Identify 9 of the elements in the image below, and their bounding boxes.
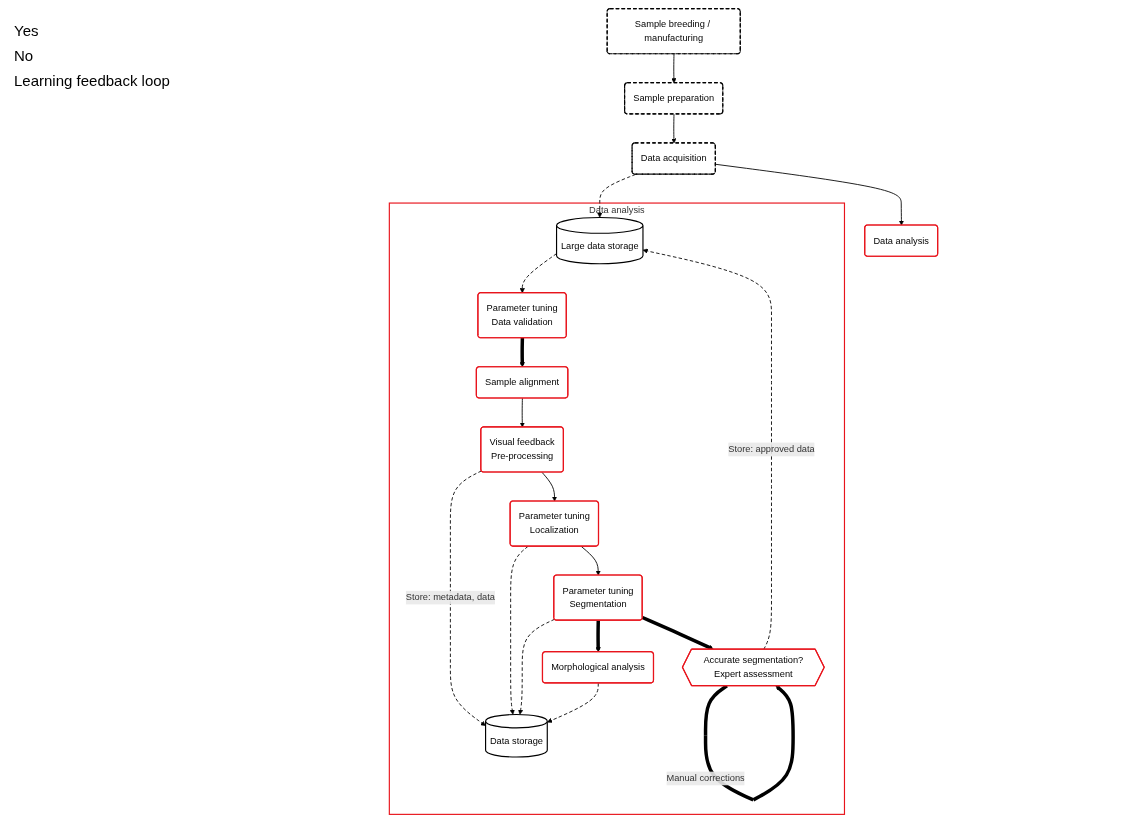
arrow [595, 620, 601, 653]
note-text: Yes [14, 22, 40, 39]
edge-label: Manual corrections [666, 773, 745, 784]
note-text: No [14, 47, 35, 64]
note-text: Learning feedback loop [14, 72, 171, 89]
arrow [641, 615, 714, 650]
arrow [519, 338, 525, 368]
edge-label: Store: metadata, data [405, 592, 495, 603]
edge-label: Store: approved data [728, 444, 815, 455]
